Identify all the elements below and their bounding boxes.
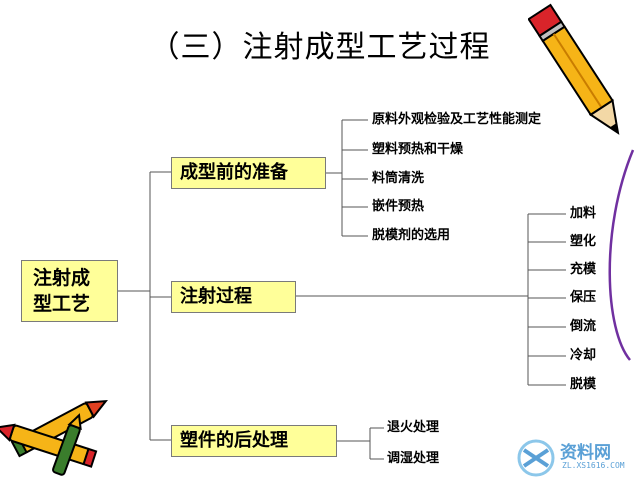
post-item: 退火处理 (387, 420, 440, 435)
injection-item: 倒流 (570, 319, 597, 334)
injection-item: 塑化 (570, 234, 597, 249)
root-label-line1: 注射成 (33, 267, 91, 289)
watermark-text: 资料网 (560, 443, 611, 463)
stage-post-processing: 塑件的后处理 (171, 425, 337, 457)
pre-item: 原料外观检验及工艺性能测定 (372, 112, 542, 127)
post-item: 调湿处理 (387, 451, 440, 466)
injection-item: 冷却 (570, 348, 597, 363)
watermark-logo-icon (517, 439, 555, 477)
pre-item: 嵌件预热 (372, 199, 425, 214)
pre-item: 料筒清洗 (372, 171, 425, 186)
root-label-line2: 型工艺 (33, 293, 91, 315)
pencil-icon (528, 3, 620, 135)
injection-item: 充模 (570, 262, 597, 277)
stage-pre-molding: 成型前的准备 (171, 157, 326, 189)
injection-item: 脱模 (570, 377, 597, 392)
watermark-url: ZL.XS1616.COM (562, 461, 625, 470)
crayons-icon (0, 399, 108, 476)
pre-item: 脱模剂的选用 (372, 228, 451, 243)
injection-item: 保压 (570, 290, 597, 305)
stage-injection: 注射过程 (171, 281, 296, 313)
page-title: （三）注射成型工艺过程 (149, 30, 491, 65)
pre-item: 塑料预热和干燥 (372, 142, 464, 157)
root-node: 注射成 型工艺 (21, 260, 118, 322)
injection-item: 加料 (570, 206, 597, 221)
